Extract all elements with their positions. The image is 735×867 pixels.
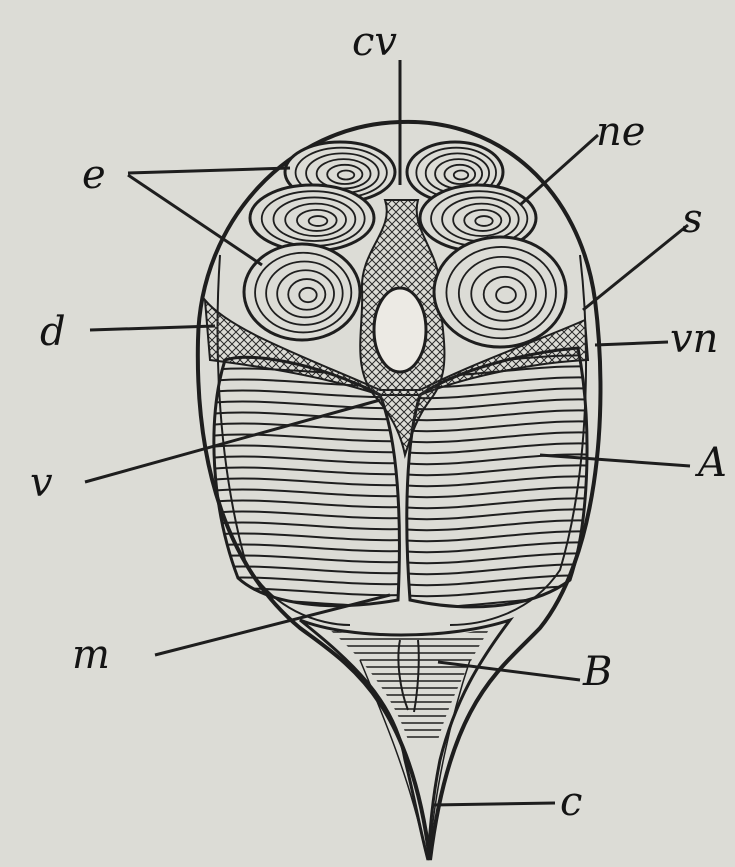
label-b: B xyxy=(582,649,612,695)
label-a: A xyxy=(694,440,727,486)
spiral-cell xyxy=(250,185,374,251)
label-c: c xyxy=(560,779,582,825)
label-m: m xyxy=(72,632,110,678)
label-cv: cv xyxy=(352,19,397,65)
label-ne: ne xyxy=(596,109,645,155)
leader-c xyxy=(432,803,555,805)
label-vn: vn xyxy=(670,316,718,362)
label-v: v xyxy=(30,460,53,506)
vacuole xyxy=(374,288,426,372)
label-e: e xyxy=(82,152,106,198)
spiral-cell xyxy=(244,244,360,340)
spiral-cell xyxy=(434,237,566,347)
label-d: d xyxy=(40,309,66,355)
label-s: s xyxy=(682,196,703,242)
